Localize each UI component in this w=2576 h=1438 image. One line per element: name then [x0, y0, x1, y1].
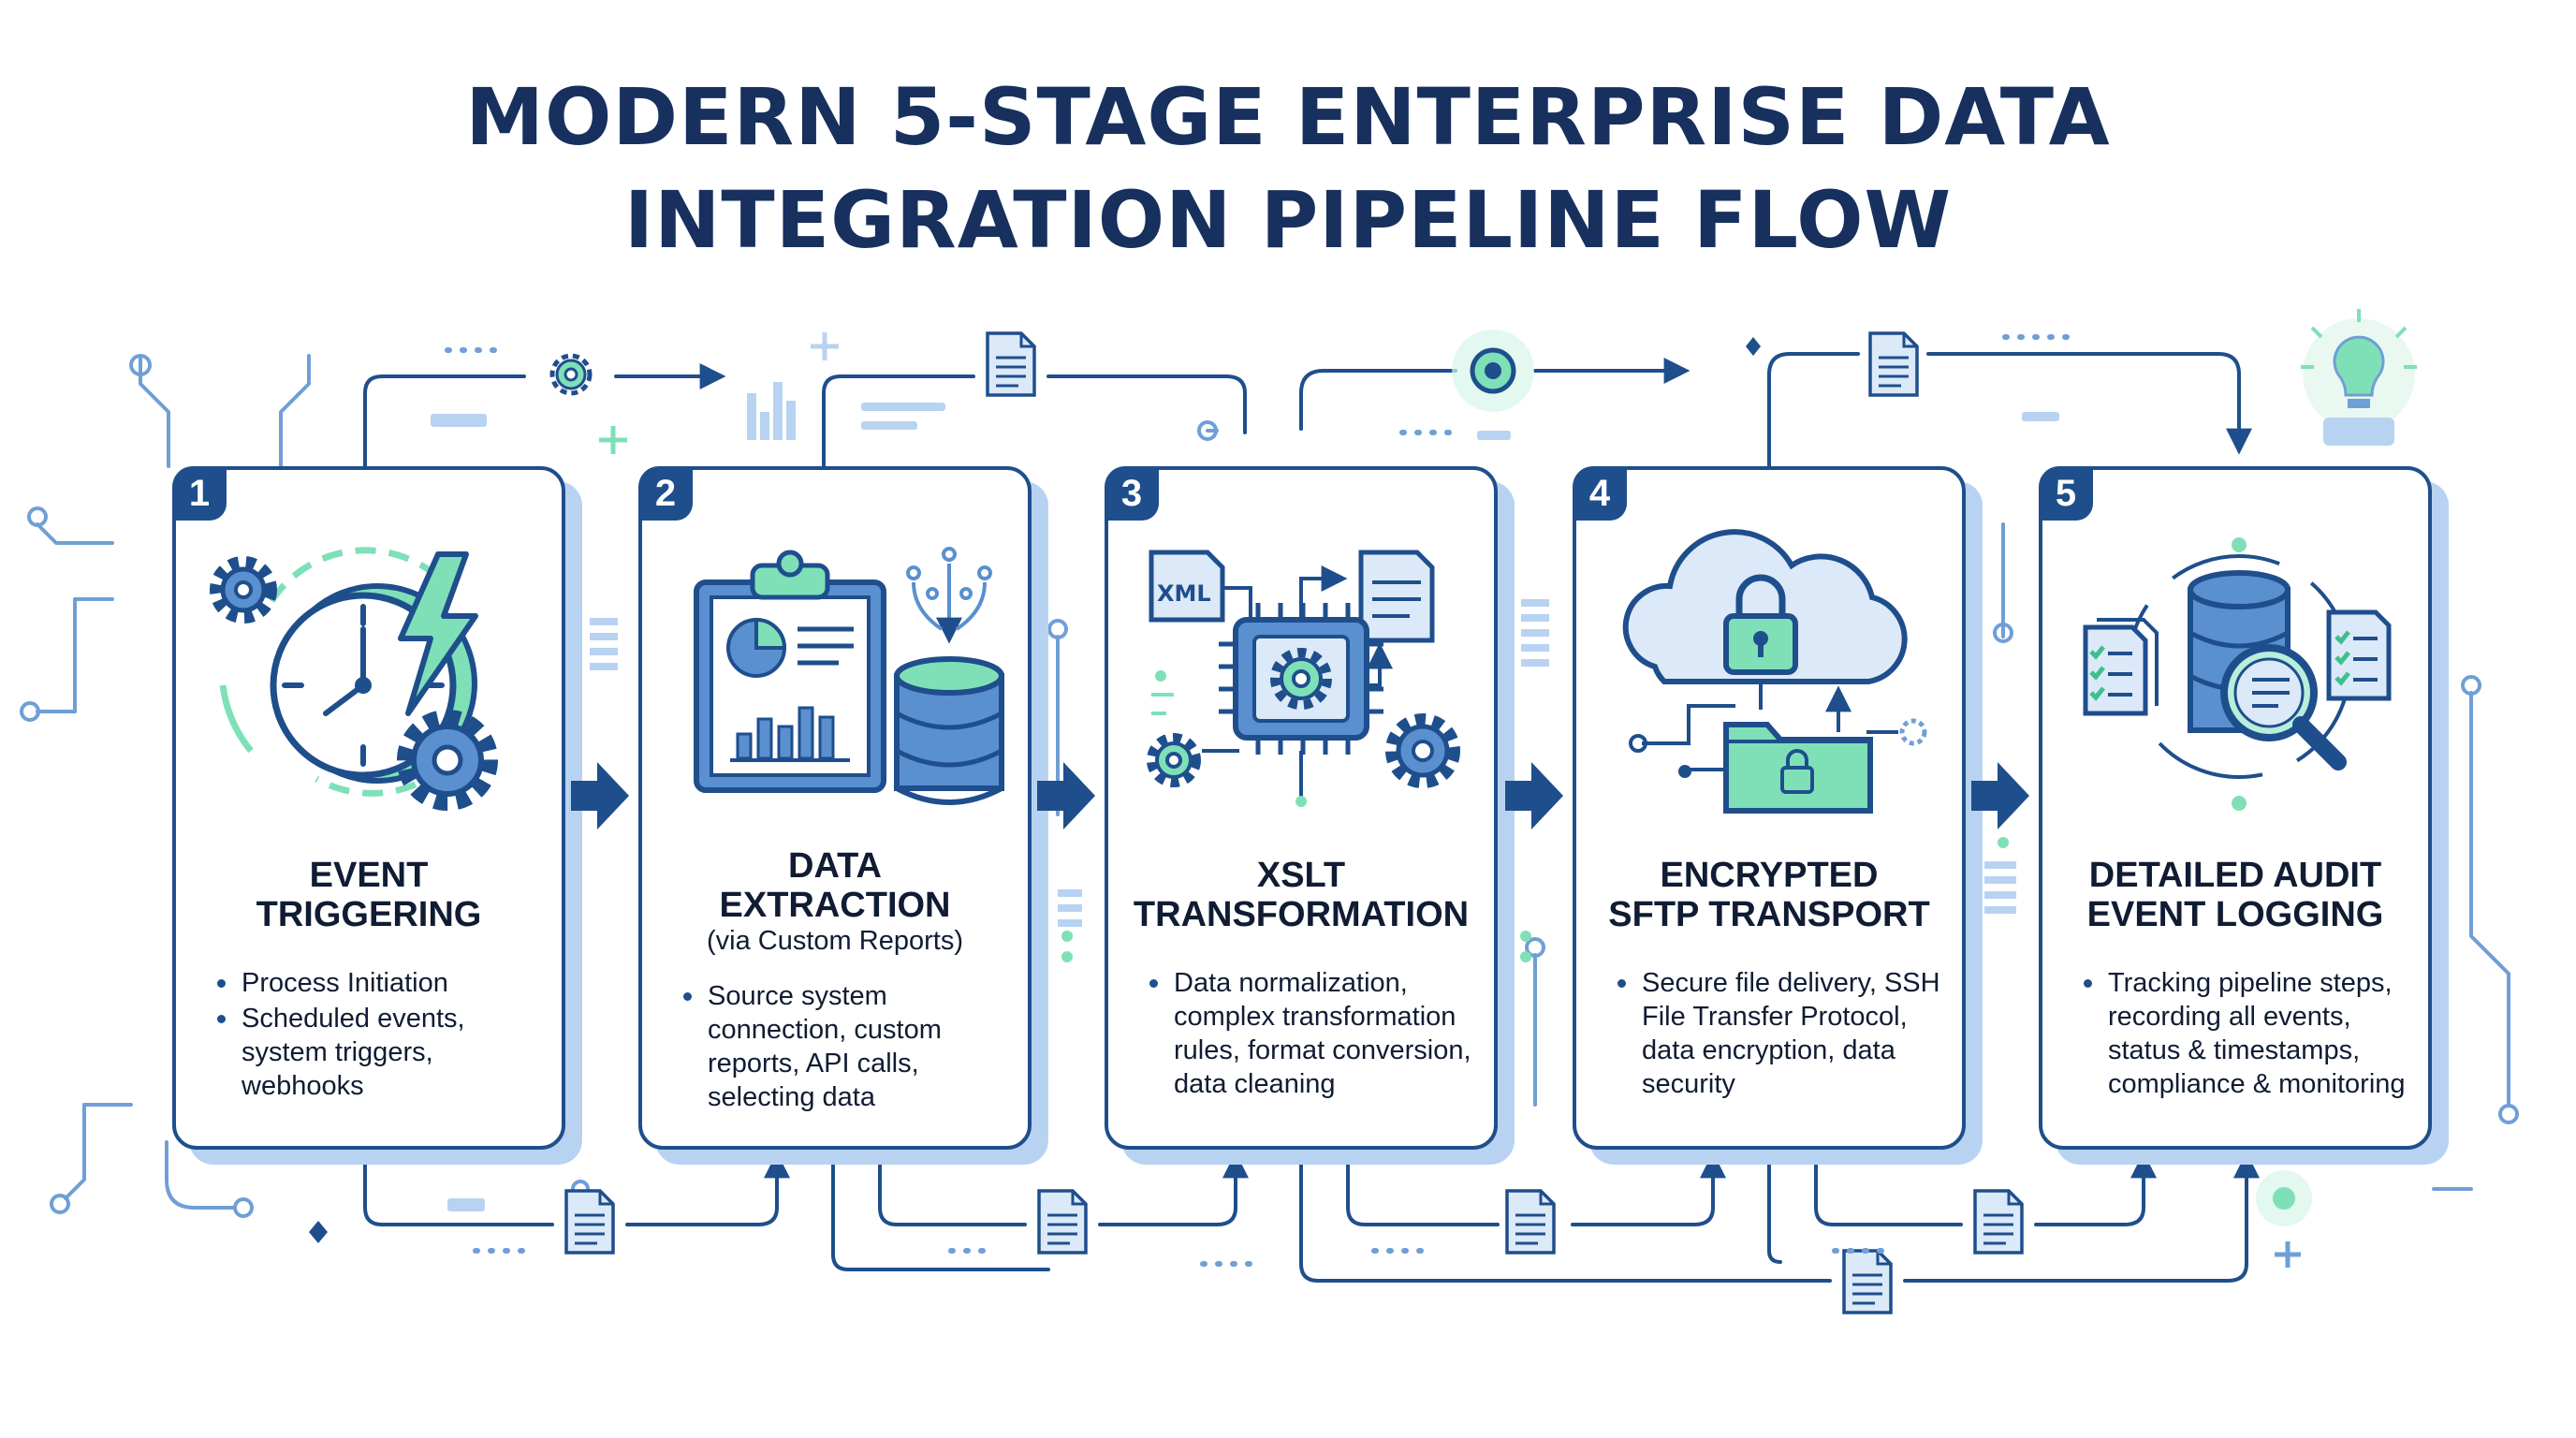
stage-title: EVENT TRIGGERING [185, 856, 552, 934]
flow-arrow-right-icon [1505, 762, 1563, 829]
list-item: Process Initiation [215, 966, 545, 1000]
flow-arrow-right-icon [571, 762, 629, 829]
stage-title-line1: ENCRYPTED [1660, 856, 1879, 895]
clipboard-report-database-icon [694, 547, 1004, 805]
stage-title-line1: DETAILED AUDIT [2088, 856, 2382, 895]
stage-card-5: 5 DETAILED AUDIT EVENT LOGGING [2039, 466, 2432, 1150]
stage-title-line1: DATA [788, 846, 882, 886]
stage-bullet-list: Source system connection, custom reports… [681, 979, 1011, 1116]
stage-title-line2: SFTP TRANSPORT [1608, 895, 1930, 934]
title-line-1: MODERN 5-STAGE ENTERPRISE DATA [465, 71, 2111, 163]
flow-arrow-right-icon [1971, 762, 2029, 829]
stage-number-badge: 3 [1105, 466, 1159, 521]
stage-title: DETAILED AUDIT EVENT LOGGING [2052, 856, 2419, 934]
stage-title: XSLT TRANSFORMATION [1118, 856, 1485, 934]
stage-number-badge: 1 [172, 466, 227, 521]
clock-lightning-gears-icon [210, 547, 498, 811]
title-line-2: INTEGRATION PIPELINE FLOW [623, 174, 1953, 266]
stage-title-line2: TRIGGERING [256, 895, 482, 934]
stage-bullet-list: Process Initiation Scheduled events, sys… [215, 966, 545, 1105]
stage-card-1: 1 EVENT TR [172, 466, 565, 1150]
stage-card-4: 4 ENCRYPTED SF [1573, 466, 1966, 1150]
stage-bullet-list: Tracking pipeline steps, recording all e… [2082, 966, 2411, 1103]
list-item: Secure file delivery, SSH File Transfer … [1616, 966, 1945, 1101]
xml-chip-gears-icon: XML [1147, 550, 1460, 807]
stage-card-3: 3 XML [1105, 466, 1498, 1150]
list-item: Data normalization, complex transformati… [1148, 966, 1477, 1101]
list-item: Scheduled events, system triggers, webho… [215, 1002, 545, 1103]
stage-subtitle: (via Custom Reports) [707, 926, 963, 956]
stage-number-badge: 5 [2039, 466, 2093, 521]
page-title: MODERN 5-STAGE ENTERPRISE DATA INTEGRATI… [0, 66, 2576, 271]
stage-bullet-list: Data normalization, complex transformati… [1148, 966, 1477, 1103]
stage-number-badge: 2 [638, 466, 693, 521]
list-item: Source system connection, custom reports… [681, 979, 1011, 1114]
stage-bullet-list: Secure file delivery, SSH File Transfer … [1616, 966, 1945, 1103]
stage-title-line1: EVENT [309, 856, 429, 895]
cloud-lock-folder-icon [1622, 529, 1927, 814]
xml-label: XML [1157, 580, 1211, 607]
stage-title-line2: EVENT LOGGING [2086, 895, 2384, 934]
list-item: Tracking pipeline steps, recording all e… [2082, 966, 2411, 1101]
stage-title-line1: XSLT [1256, 856, 1346, 895]
stage-title: DATA EXTRACTION (via Custom Reports) [651, 846, 1018, 957]
stage-title: ENCRYPTED SFTP TRANSPORT [1586, 856, 1953, 934]
stage-card-2: 2 DATA [638, 466, 1032, 1150]
stage-number-badge: 4 [1573, 466, 1627, 521]
stage-title-line2: TRANSFORMATION [1133, 895, 1470, 934]
flow-arrow-right-icon [1037, 762, 1095, 829]
database-magnifier-checklist-icon [2083, 537, 2392, 811]
stage-title-line2: EXTRACTION [719, 886, 951, 925]
